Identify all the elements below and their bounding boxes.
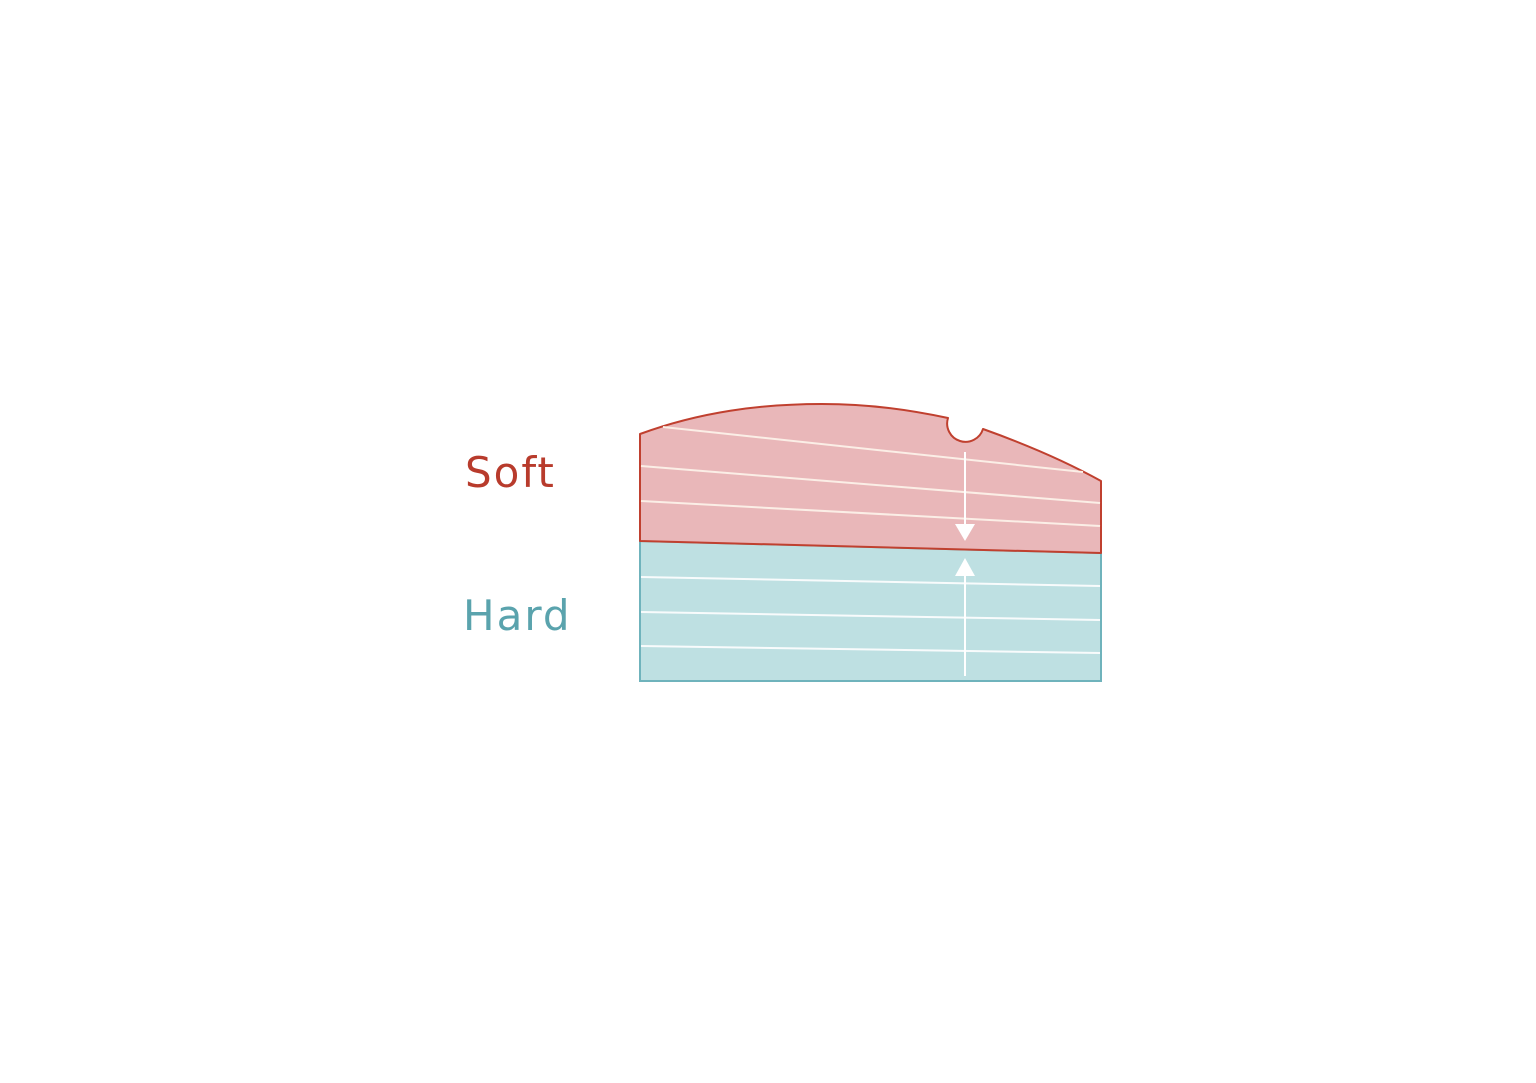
hard-strata-line xyxy=(640,576,1101,587)
hard-layer-lines xyxy=(640,576,1101,654)
soft-strata-line xyxy=(662,426,1084,473)
arrow-down-icon xyxy=(955,452,975,541)
soft-layer xyxy=(639,403,1102,554)
hard-strata-line xyxy=(640,645,1101,654)
hard-layer xyxy=(639,539,1102,682)
hard-label: Hard xyxy=(463,591,572,640)
soft-strata-line xyxy=(640,465,1101,504)
hard-strata-line xyxy=(640,611,1101,621)
soft-label: Soft xyxy=(465,448,556,497)
soft-strata-line xyxy=(640,500,1101,527)
soft-layer-lines xyxy=(640,426,1101,527)
arrow-up-icon xyxy=(955,558,975,676)
